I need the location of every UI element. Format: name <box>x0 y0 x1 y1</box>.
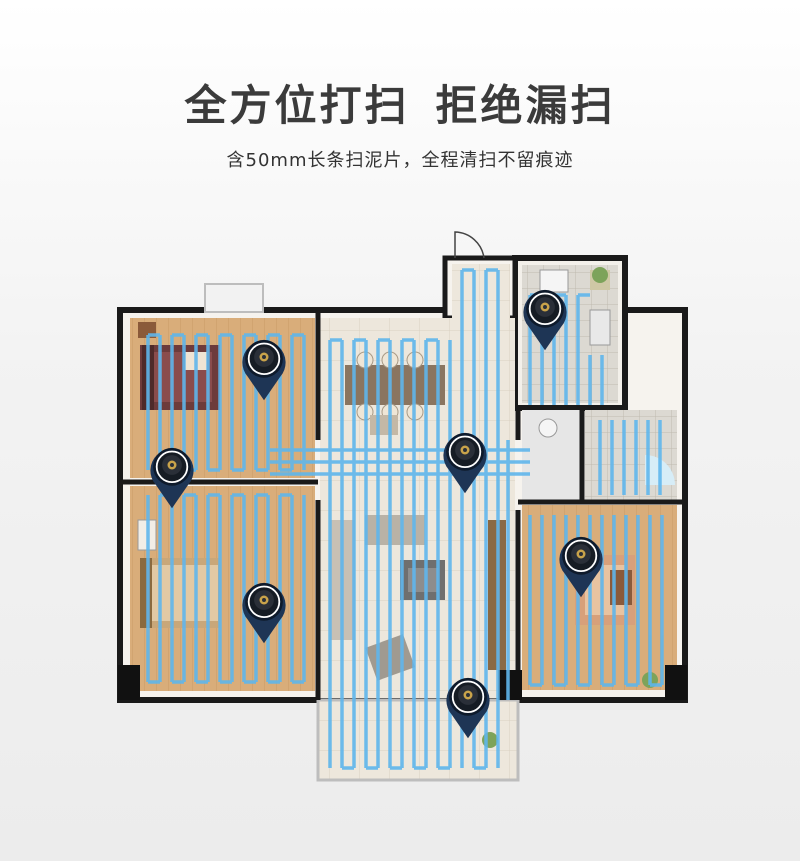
top-balcony <box>204 283 264 313</box>
page-title: 全方位打扫拒绝漏扫 <box>0 72 800 133</box>
headline-part2: 拒绝漏扫 <box>435 81 616 130</box>
headline-part1: 全方位打扫 <box>184 81 410 130</box>
page-subtitle: 含50mm长条扫泥片，全程清扫不留痕迹 <box>226 150 574 171</box>
